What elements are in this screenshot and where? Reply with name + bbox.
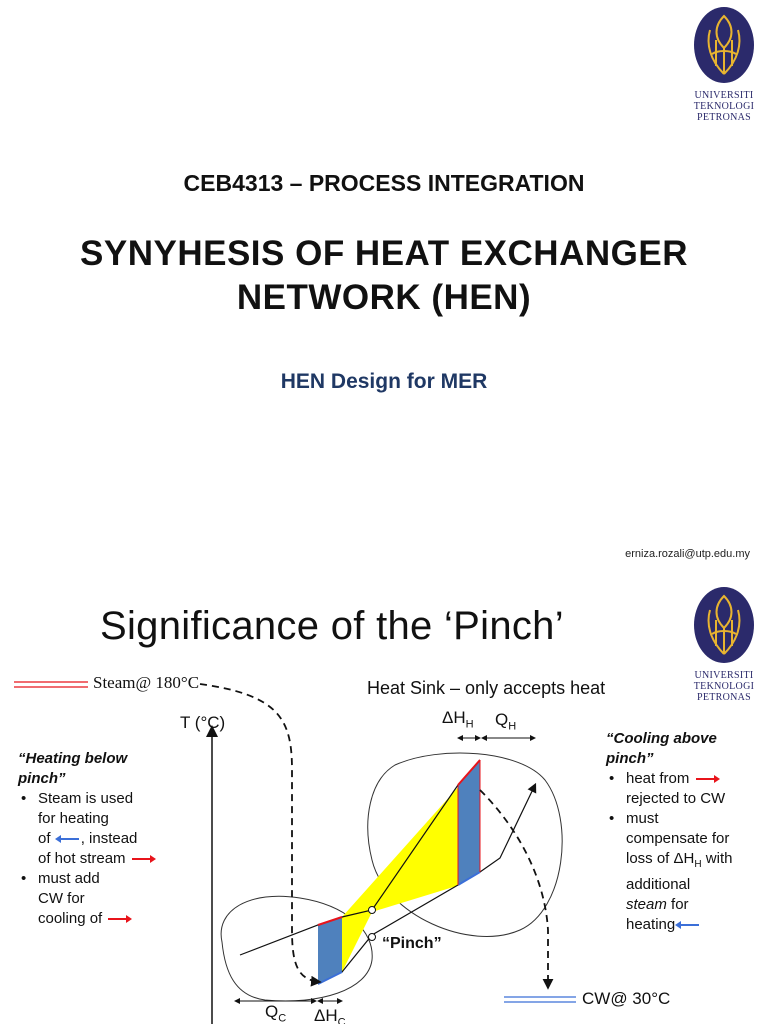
utp-logo-icon (694, 7, 754, 83)
slide-title: SYNYHESIS OF HEAT EXCHANGER NETWORK (HEN… (0, 232, 768, 320)
note-line: heating (626, 915, 766, 935)
blue-block-lower (318, 917, 342, 984)
label-main: ΔH (314, 1006, 338, 1024)
slide-title: Significance of the ‘Pinch’ (100, 604, 564, 648)
note-bullet: Steam is used for heating of , instead o… (21, 789, 188, 869)
pinch-point (368, 906, 376, 914)
note-line: Steam is used (38, 790, 134, 807)
right-note: “Cooling above pinch” heat from rejected… (606, 729, 766, 935)
note-heading: “Heating below (18, 750, 128, 767)
note-heading: pinch” (606, 750, 654, 767)
note-line: steam for (626, 895, 766, 915)
logo-wordmark: UNIVERSITI TEKNOLOGI PETRONAS (684, 670, 764, 703)
heat-sink-region (367, 752, 563, 937)
note-text: of (38, 830, 51, 847)
note-text: heating (626, 916, 676, 933)
logo-line: PETRONAS (696, 692, 752, 703)
yellow-region (342, 785, 460, 972)
note-line: heat from (626, 769, 766, 789)
delta-h-hot-label: ΔHH (442, 708, 474, 730)
t-axis-label: T (°C) (180, 713, 226, 732)
note-line: loss of ΔHH with (626, 849, 766, 875)
logo-line: PETRONAS (696, 112, 752, 123)
cold-stream-arrow-icon (54, 835, 79, 844)
cw-label: CW@ 30°C (582, 989, 671, 1008)
title-line: NETWORK (HEN) (236, 278, 532, 317)
steam-label: Steam@ 180°C (93, 673, 200, 692)
note-text: , instead (80, 830, 138, 847)
note-heading: “Cooling above (606, 730, 717, 747)
note-heading: pinch” (18, 770, 66, 787)
title-slide: UNIVERSITI TEKNOLOGI PETRONAS CEB4313 – … (0, 7, 768, 560)
hot-stream-arrow-icon (131, 855, 156, 864)
cold-segment-blue (317, 971, 343, 985)
hot-segment-red (317, 916, 343, 926)
course-title: CEB4313 – PROCESS INTEGRATION (183, 170, 585, 196)
note-line: rejected to CW (626, 790, 726, 807)
note-line: compensate for (626, 830, 730, 847)
slide-subtitle: HEN Design for MER (280, 370, 488, 393)
cold-stream-arrow-icon (675, 921, 700, 930)
q-hot-label: QH (495, 710, 516, 732)
q-cold-label: QC (265, 1002, 286, 1024)
heat-sink-label: Heat Sink – only accepts heat (367, 678, 606, 698)
blue-block-upper (458, 760, 480, 885)
note-text: heat from (626, 770, 690, 787)
logo-line: TEKNOLOGI (693, 681, 755, 692)
author-email: erniza.rozali@utp.edu.my (625, 548, 750, 560)
label-sub: C (278, 1012, 287, 1024)
cw-dashed-path (479, 789, 554, 990)
note-text: loss of (626, 850, 670, 867)
hot-stream-arrow-icon (108, 915, 133, 924)
title-line: SYNYHESIS OF HEAT EXCHANGER (80, 234, 688, 273)
logo-line: UNIVERSITI (694, 90, 754, 101)
steam-dashed-path (199, 683, 322, 987)
note-line: of , instead (38, 829, 188, 849)
note-text: of hot stream (38, 850, 126, 867)
note-bullet: heat from rejected to CW (609, 769, 766, 809)
note-text: steam (626, 896, 667, 913)
note-bullet: must add CW for cooling of (21, 869, 188, 929)
cold-segment-blue (457, 871, 481, 886)
left-note: “Heating below pinch” Steam is used for … (18, 749, 188, 929)
logo-line: UNIVERSITI (694, 670, 754, 681)
hot-segment-red (457, 759, 481, 786)
label-sub: H (508, 720, 517, 733)
hot-stream-arrow-icon (695, 775, 720, 784)
utp-logo-icon (694, 587, 754, 663)
delta-h-cold-label: ΔHC (314, 1006, 346, 1024)
note-text: with (705, 850, 733, 867)
label-main: ΔH (442, 708, 466, 727)
note-text: cooling of (38, 910, 103, 927)
label-sub: C (337, 1016, 346, 1024)
note-text: ΔH (673, 850, 695, 867)
pinch-diagram (14, 681, 576, 1024)
label-sub: H (465, 718, 474, 731)
logo-wordmark: UNIVERSITI TEKNOLOGI PETRONAS (684, 90, 764, 123)
pinch-point (368, 933, 376, 941)
note-line: additional (626, 876, 691, 893)
note-bullet: must compensate for loss of ΔHH with add… (609, 809, 766, 935)
note-line: must (626, 810, 659, 827)
heat-source-region (220, 895, 373, 1002)
note-text: for (671, 896, 689, 913)
label-main: Q (265, 1002, 279, 1021)
note-line: cooling of (38, 909, 188, 929)
note-line: for heating (38, 810, 109, 827)
label-main: Q (495, 710, 509, 729)
logo-line: TEKNOLOGI (693, 101, 755, 112)
note-text: H (694, 859, 702, 870)
pinch-label: “Pinch” (382, 935, 442, 952)
note-line: must add (38, 870, 100, 887)
note-line: of hot stream (38, 849, 188, 869)
pinch-slide: UNIVERSITI TEKNOLOGI PETRONAS Significan… (0, 580, 768, 1024)
note-line: CW for (38, 890, 85, 907)
